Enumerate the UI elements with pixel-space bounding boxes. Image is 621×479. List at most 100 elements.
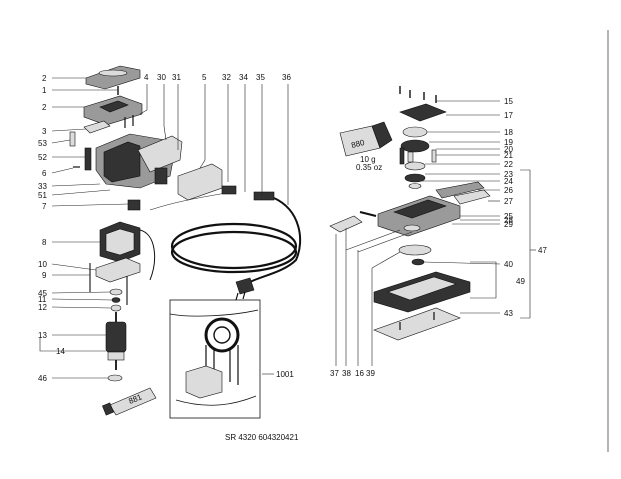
inset-curve [169,309,259,317]
callout-label: 46 [38,374,47,383]
right-leader-lines [421,100,536,319]
brush-holder-part [84,147,92,171]
power-cord-coil [170,222,298,270]
callout-label: 13 [38,331,47,340]
right-callout-labels: 15 17 18 19 20 21 22 23 24 26 27 25 28 2… [504,97,547,318]
callout-label: 15 [504,97,513,106]
washer-part [411,258,425,266]
clamp-part [127,199,141,211]
washer-part [109,288,123,296]
power-cord-lead [249,197,302,283]
callout-label: 11 [38,295,47,304]
callout-label: 26 [504,186,513,195]
callout-label: 35 [256,73,265,82]
callout-label: 5 [202,73,207,82]
callout-label: 16 [355,369,364,378]
callout-label: 6 [42,169,47,178]
callout-label: 7 [42,202,47,211]
tube-cap [371,121,393,149]
power-plug-part [235,277,255,295]
disc-part [398,244,432,256]
callout-label: 27 [504,197,513,206]
left-callout-labels: 2 1 2 3 53 52 6 33 51 7 8 10 9 45 11 12 … [38,74,65,383]
callout-label: 32 [222,73,231,82]
footer-part-number: SR 4320 604320421 [225,433,299,442]
grease-note-2: 0.35 oz [356,163,382,172]
callout-label: 36 [282,73,291,82]
inset-wiring [205,345,239,385]
base-housing-top [393,199,447,219]
callout-label: 40 [504,260,513,269]
callout-label: 3 [42,127,47,136]
field-coil-lead [139,229,156,281]
callout-label: 2 [42,103,47,112]
bearing-part [403,224,421,232]
power-cord-coil [170,230,298,274]
inset-armature [213,326,231,344]
pin-part [399,147,405,165]
callout-label: 18 [504,128,513,137]
motor-housing-shadow [103,141,141,183]
switch-part [83,120,111,134]
washer-part [404,161,426,171]
housing-window [99,100,129,113]
housing-cap-part [85,65,141,90]
top-callout-labels: 4 30 31 5 32 34 35 36 [144,73,291,82]
top-leader-lines [139,84,289,375]
callout-label: 10 [38,260,47,269]
inset-switch [185,365,223,399]
callout-label: 25 [504,212,513,221]
spring-part [359,211,377,217]
bearing-part [404,173,426,183]
callout-label: 33 [38,182,47,191]
callout-label: 38 [342,369,351,378]
counterweight-plate-part [399,103,447,122]
eccentric-part [400,139,430,153]
pad-top-face [387,276,457,301]
bottom-callout-labels: 37 38 16 39 [330,369,375,378]
cord-sleeve-part [221,185,237,195]
bearing-plate-part [95,257,141,283]
washer-part [408,183,422,189]
washer-part [110,304,122,312]
clamp-lever-part [435,181,485,199]
bottom-leader-lines [335,228,413,366]
pin-part [431,149,437,163]
bearing-part [107,374,123,382]
washer-part [111,297,121,303]
cap-ridge [98,69,128,77]
inset-label: 1001 [276,370,294,379]
left-leader-lines [39,77,129,379]
callout-label: 4 [144,73,149,82]
inset-curve [175,395,257,406]
callout-label: 28 [504,216,513,225]
wiring-inset-box [169,299,261,419]
callout-label: 34 [239,73,248,82]
brush-part [69,131,76,147]
callout-label: 29 [504,220,513,229]
callout-label: 9 [42,271,47,280]
callout-label: 24 [504,177,513,186]
callout-label: 8 [42,238,47,247]
callout-label: 14 [56,347,65,356]
screws-group [399,86,437,103]
callout-label: 51 [38,191,47,200]
callout-label: 1 [42,86,47,95]
clamp-lever-part [453,189,491,205]
callout-label: 17 [504,111,513,120]
pin-part [407,151,414,163]
callout-label: 47 [538,246,547,255]
callout-label: 49 [516,277,525,286]
paper-clamp-part [329,215,363,233]
callout-label: 45 [38,289,47,298]
callout-label: 37 [330,369,339,378]
plug-pin [242,291,246,300]
cord-protector-part [253,191,275,201]
callout-label: 31 [172,73,181,82]
callout-label: 20 [504,145,513,154]
commutator-part [107,351,125,361]
callout-label: 52 [38,153,47,162]
callout-label: 2 [42,74,47,83]
inset-stator [204,317,240,353]
